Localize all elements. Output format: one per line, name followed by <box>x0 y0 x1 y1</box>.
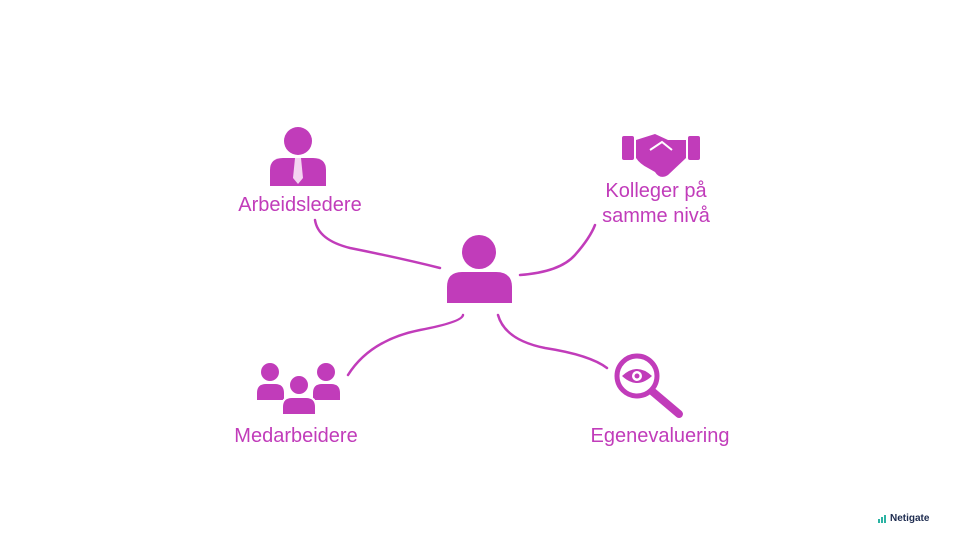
label-peers-line2: samme nivå <box>602 205 710 227</box>
netigate-logo: Netigate <box>878 513 929 524</box>
label-supervisors: Arbeidsledere <box>238 194 362 216</box>
connector-supervisors <box>313 218 442 270</box>
label-peers: Kolleger på samme nivå <box>602 179 710 229</box>
handshake-icon <box>622 134 700 177</box>
logo-mark-icon <box>878 514 886 523</box>
businessman-icon <box>270 127 326 186</box>
magnifier-eye-icon <box>614 353 683 418</box>
label-subordinates: Medarbeidere <box>234 425 358 447</box>
label-self: Egenevaluering <box>590 425 730 447</box>
person-icon <box>447 235 512 303</box>
connector-peers <box>518 223 597 277</box>
connector-subordinates <box>346 313 465 377</box>
logo-text: Netigate <box>890 513 930 524</box>
label-peers-line1: Kolleger på <box>605 180 707 202</box>
connector-self <box>496 313 609 370</box>
group-icon <box>257 363 340 416</box>
